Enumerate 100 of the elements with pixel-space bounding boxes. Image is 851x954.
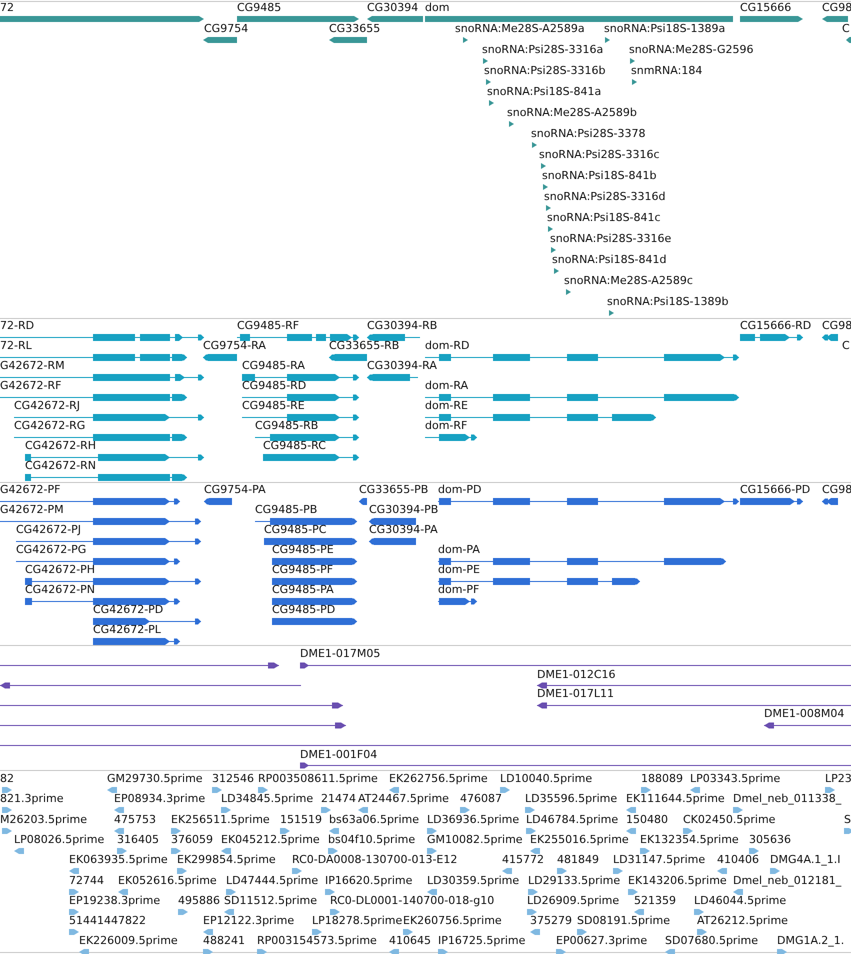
feature-label: CG42672-PG (16, 544, 86, 556)
feature-label: EK143206.5prime (628, 875, 727, 887)
feature-label: LP18278.5prime (312, 915, 402, 927)
feature-label: 305636 (749, 834, 791, 846)
feature-label: LD35596.5prime (525, 793, 618, 805)
feature-label: CG9485-RA (242, 360, 305, 372)
feature-label: dom-RE (425, 400, 468, 412)
feature-label: CG9754 (204, 23, 248, 35)
feature-label: 521359 (634, 895, 676, 907)
feature-label: EK256511.5prime (171, 814, 270, 826)
feature-label: LD30359.5prime (427, 875, 520, 887)
feature-label: EK052616.5prime (118, 875, 217, 887)
feature-label: EK226009.5prime (79, 935, 178, 947)
feature-label: snoRNA:Psi28S-3378 (531, 128, 646, 140)
feature-label: 151519 (280, 814, 322, 826)
feature-label: DME1-012C16 (537, 669, 616, 681)
feature-label: LD31147.5prime (613, 854, 706, 866)
feature-label: LP23 (825, 773, 851, 785)
feature-label: CG33655-PB (359, 484, 428, 496)
feature-label: G42672-PF (0, 484, 60, 496)
feature-label: LP03343.5prime (690, 773, 780, 785)
feature-label: CG15666-PD (740, 484, 810, 496)
feature-label: dom-RA (425, 380, 468, 392)
feature-label: dom-RD (425, 340, 470, 352)
feature-label: RP003154573.5prime (257, 935, 377, 947)
feature-label: snoRNA:Me28S-G2596 (629, 44, 754, 56)
feature-label: CG33655 (329, 23, 380, 35)
feature-label: CG9485-PC (264, 524, 326, 536)
feature-label: IP16725.5prime (438, 935, 526, 947)
feature-label: SD07680.5prime (665, 935, 758, 947)
feature-label: snmRNA:184 (631, 65, 702, 77)
feature-label: 51441447822 (69, 915, 146, 927)
feature-label: CG42672-PL (93, 624, 161, 636)
feature-label: RC0-DA0008-130700-013-E12 (292, 854, 458, 866)
feature-label: CG98 (822, 2, 851, 14)
feature-label: AT26212.5prime (697, 915, 788, 927)
feature-label: LD26909.5prime (527, 895, 620, 907)
feature-label: CG42672-PD (93, 604, 164, 616)
feature-label: EK045212.5prime (221, 834, 320, 846)
feature-label: SD08191.5prime (577, 915, 670, 927)
feature-label: 481849 (557, 854, 599, 866)
feature-label: 410645 (389, 935, 431, 947)
feature-label: bs04f10.5prime (328, 834, 416, 846)
feature-label: CG9754-RA (203, 340, 266, 352)
feature-label: DME1-017M05 (300, 648, 380, 660)
feature-label: 476087 (460, 793, 502, 805)
feature-label: EP08934.3prime (114, 793, 206, 805)
feature-label: 312546 (212, 773, 254, 785)
feature-label: LD46044.5prime (694, 895, 786, 907)
feature-label: EP00627.3prime (556, 935, 648, 947)
feature-label: CG9485-PB (255, 504, 318, 516)
feature-label: DMG1A.2_1. (777, 935, 844, 947)
feature-label: CG42672-RH (25, 440, 96, 452)
feature-label: CG9485-PA (272, 584, 334, 596)
feature-label: CG9754-PA (204, 484, 266, 496)
feature-label: snoRNA:Psi28S-3316c (539, 149, 660, 161)
feature-label: CG42672-RG (14, 420, 86, 432)
feature-label: EK260756.5prime (403, 915, 502, 927)
feature-label: G42672-RM (0, 360, 65, 372)
feature-label: EK063935.5prime (69, 854, 168, 866)
feature-label: dom-PF (438, 584, 480, 596)
feature-label: IP16620.5prime (325, 875, 412, 887)
feature-label: 150480 (626, 814, 668, 826)
feature-label: snoRNA:Psi28S-3316a (482, 44, 604, 56)
feature-label: dom-RF (425, 420, 468, 432)
feature-label: snoRNA:Psi18S-1389a (604, 23, 726, 35)
feature-label: LD47444.5prime (226, 875, 318, 887)
feature-label: 72744 (69, 875, 104, 887)
feature-label: EK255016.5prime (530, 834, 629, 846)
feature-label: C (842, 340, 850, 352)
feature-label: snoRNA:Me28S-A2589a (455, 23, 585, 35)
feature-label: G42672-RF (0, 380, 62, 392)
feature-label: CG30394-RB (367, 320, 438, 332)
feature-label: snoRNA:Psi28S-3316d (544, 191, 666, 203)
feature-label: RP003508611.5prime (258, 773, 378, 785)
feature-label: dom (425, 2, 450, 14)
feature-label: snoRNA:Psi18S-841d (552, 254, 666, 266)
feature-label: EK262756.5prime (389, 773, 488, 785)
feature-label: CG42672-PH (25, 564, 96, 576)
feature-label: CG42672-RJ (14, 400, 80, 412)
feature-label: SD11512.5prime (224, 895, 317, 907)
feature-label: snoRNA:Psi28S-3316e (550, 233, 672, 245)
feature-label: 316405 (117, 834, 159, 846)
feature-label: dom-PA (438, 544, 480, 556)
feature-label: bs63a06.5prime (329, 814, 419, 826)
feature-label: EK132354.5prime (640, 834, 739, 846)
feature-label: 188089 (641, 773, 683, 785)
feature-label: CG9485-RF (237, 320, 300, 332)
feature-label: DME1-008M04 (764, 708, 844, 720)
feature-label: EK299854.5prime (177, 854, 276, 866)
feature-label: snoRNA:Psi28S-3316b (484, 65, 606, 77)
feature-label: AT24467.5prime (358, 793, 449, 805)
feature-label: CG9485 (237, 2, 282, 14)
feature-label: CG30394-RA (367, 360, 437, 372)
feature-label: GM29730.5prime (107, 773, 203, 785)
feature-label: 488241 (203, 935, 245, 947)
feature-label: CG15666 (740, 2, 792, 14)
feature-label: LD46784.5prime (526, 814, 618, 826)
feature-label: snoRNA:Psi18S-841a (487, 86, 602, 98)
feature-label: CG33655-RB (329, 340, 400, 352)
